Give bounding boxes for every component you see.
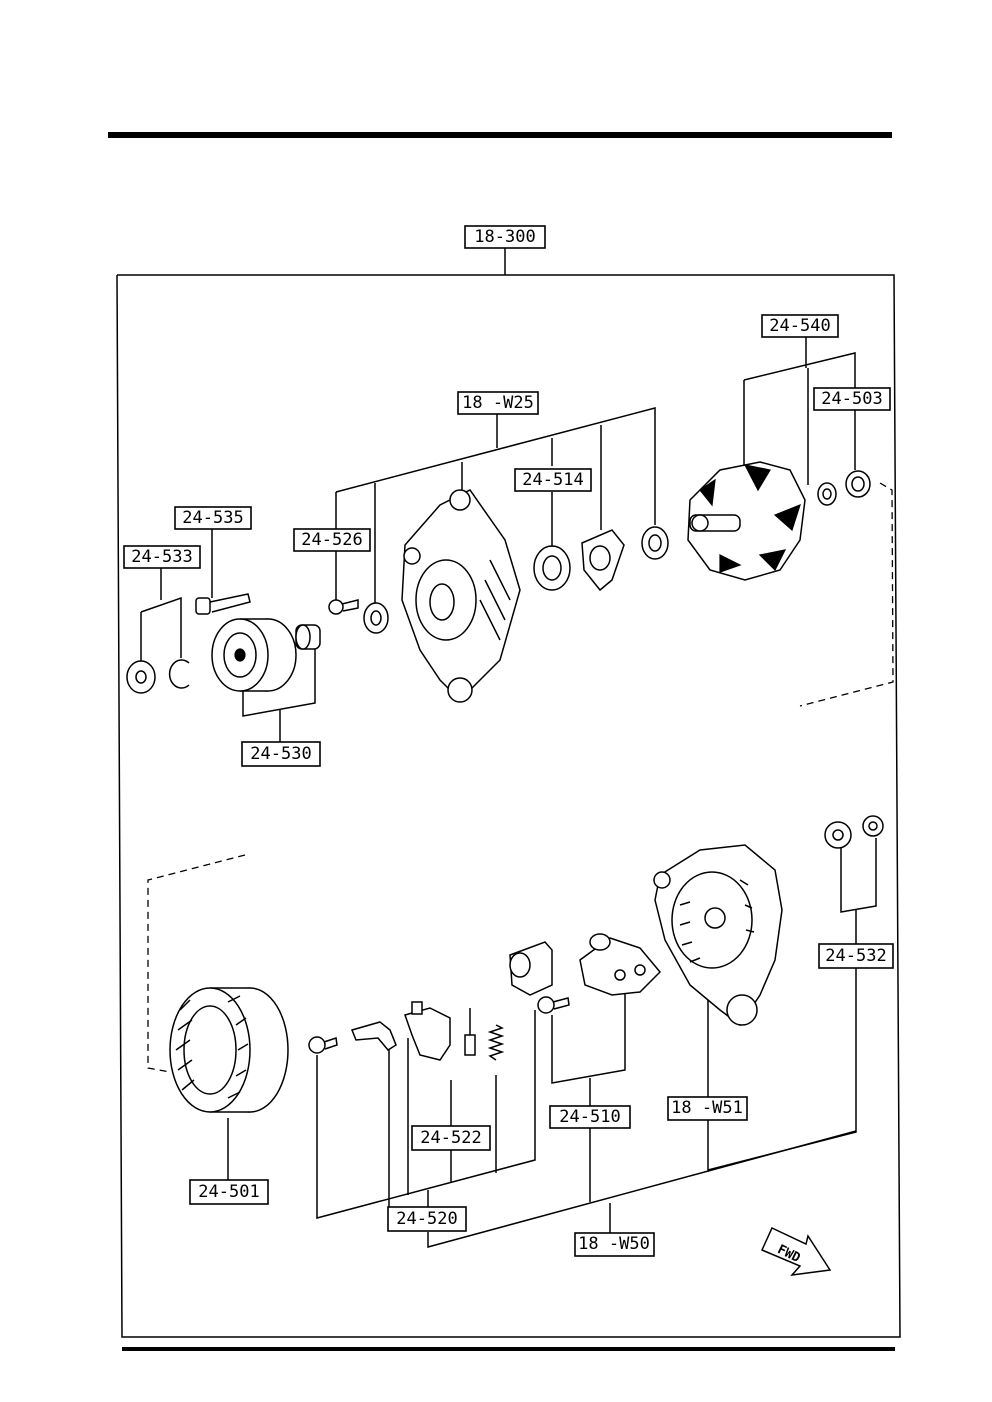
retainer-plate-part xyxy=(581,529,625,592)
terminal-cover-part xyxy=(509,941,553,996)
footer-rule xyxy=(122,1347,895,1351)
bolt-part xyxy=(195,593,251,615)
label-regulator: 24-510 xyxy=(549,1105,631,1129)
svg-text:24-532: 24-532 xyxy=(825,946,886,966)
label-brush-spring: 24-522 xyxy=(411,1125,491,1151)
brush-spring-part xyxy=(487,1024,505,1061)
svg-text:24-535: 24-535 xyxy=(182,508,243,528)
washer-part xyxy=(168,659,190,689)
label-rear-housing: 18 -W51 xyxy=(667,1096,748,1121)
assembly-frame xyxy=(116,274,901,1338)
nut-part xyxy=(126,660,156,694)
label-nut-washer: 24-533 xyxy=(123,545,201,569)
spacer-part xyxy=(295,624,321,650)
label-brush-holder: 24-520 xyxy=(387,1206,467,1232)
label-stator: 24-501 xyxy=(189,1179,269,1205)
svg-text:24-503: 24-503 xyxy=(821,389,882,409)
label-assembly: 18-300 xyxy=(464,225,546,249)
svg-text:18 -W50: 18 -W50 xyxy=(578,1234,650,1254)
terminal-nut-part xyxy=(862,815,884,837)
svg-text:24-540: 24-540 xyxy=(769,316,830,336)
label-rear-housing-assy: 18 -W50 xyxy=(574,1232,655,1257)
label-front-housing: 18 -W25 xyxy=(457,391,539,415)
label-front-bearing: 24-514 xyxy=(514,468,592,492)
svg-text:24-510: 24-510 xyxy=(559,1107,620,1127)
rear-housing-part xyxy=(653,844,783,1027)
header-rule xyxy=(108,132,892,138)
svg-text:24-514: 24-514 xyxy=(522,470,583,490)
label-terminal-insulator: 24-532 xyxy=(818,943,894,969)
seal-part xyxy=(363,602,389,634)
svg-text:24-522: 24-522 xyxy=(420,1128,481,1148)
label-pulley: 24-530 xyxy=(241,741,321,767)
brush-screw-part xyxy=(308,1036,338,1054)
svg-text:18 -W51: 18 -W51 xyxy=(671,1098,743,1118)
svg-text:24-501: 24-501 xyxy=(198,1182,259,1202)
screw-part xyxy=(328,599,359,615)
front-bearing-part xyxy=(533,545,571,591)
front-housing-part xyxy=(401,489,521,703)
rotor-bearing-small-part xyxy=(817,482,837,506)
svg-text:24-530: 24-530 xyxy=(250,744,311,764)
svg-text:24-520: 24-520 xyxy=(396,1209,457,1229)
insulator-plate-part xyxy=(350,1021,397,1051)
fwd-arrow-icon: FWD xyxy=(760,1226,832,1277)
terminal-insulator-part xyxy=(824,821,852,849)
regulator-screw-part xyxy=(537,996,570,1014)
svg-text:24-533: 24-533 xyxy=(131,547,192,567)
rotor-part xyxy=(687,461,806,581)
svg-text:18 -W25: 18 -W25 xyxy=(462,393,534,413)
stator-part xyxy=(169,987,289,1113)
collar-part xyxy=(641,526,669,560)
label-rotor-bearing: 24-503 xyxy=(813,387,891,411)
label-bolt: 24-535 xyxy=(174,506,252,530)
rotor-bearing-part xyxy=(845,470,871,498)
regulator-part xyxy=(579,933,662,996)
label-rotor: 24-540 xyxy=(761,314,839,338)
pulley-part xyxy=(211,618,297,692)
svg-text:18-300: 18-300 xyxy=(474,227,535,247)
svg-text:24-526: 24-526 xyxy=(301,530,362,550)
label-screw-front: 24-526 xyxy=(293,528,371,552)
brush-holder-part xyxy=(404,1001,451,1061)
brush-part xyxy=(464,1008,476,1056)
